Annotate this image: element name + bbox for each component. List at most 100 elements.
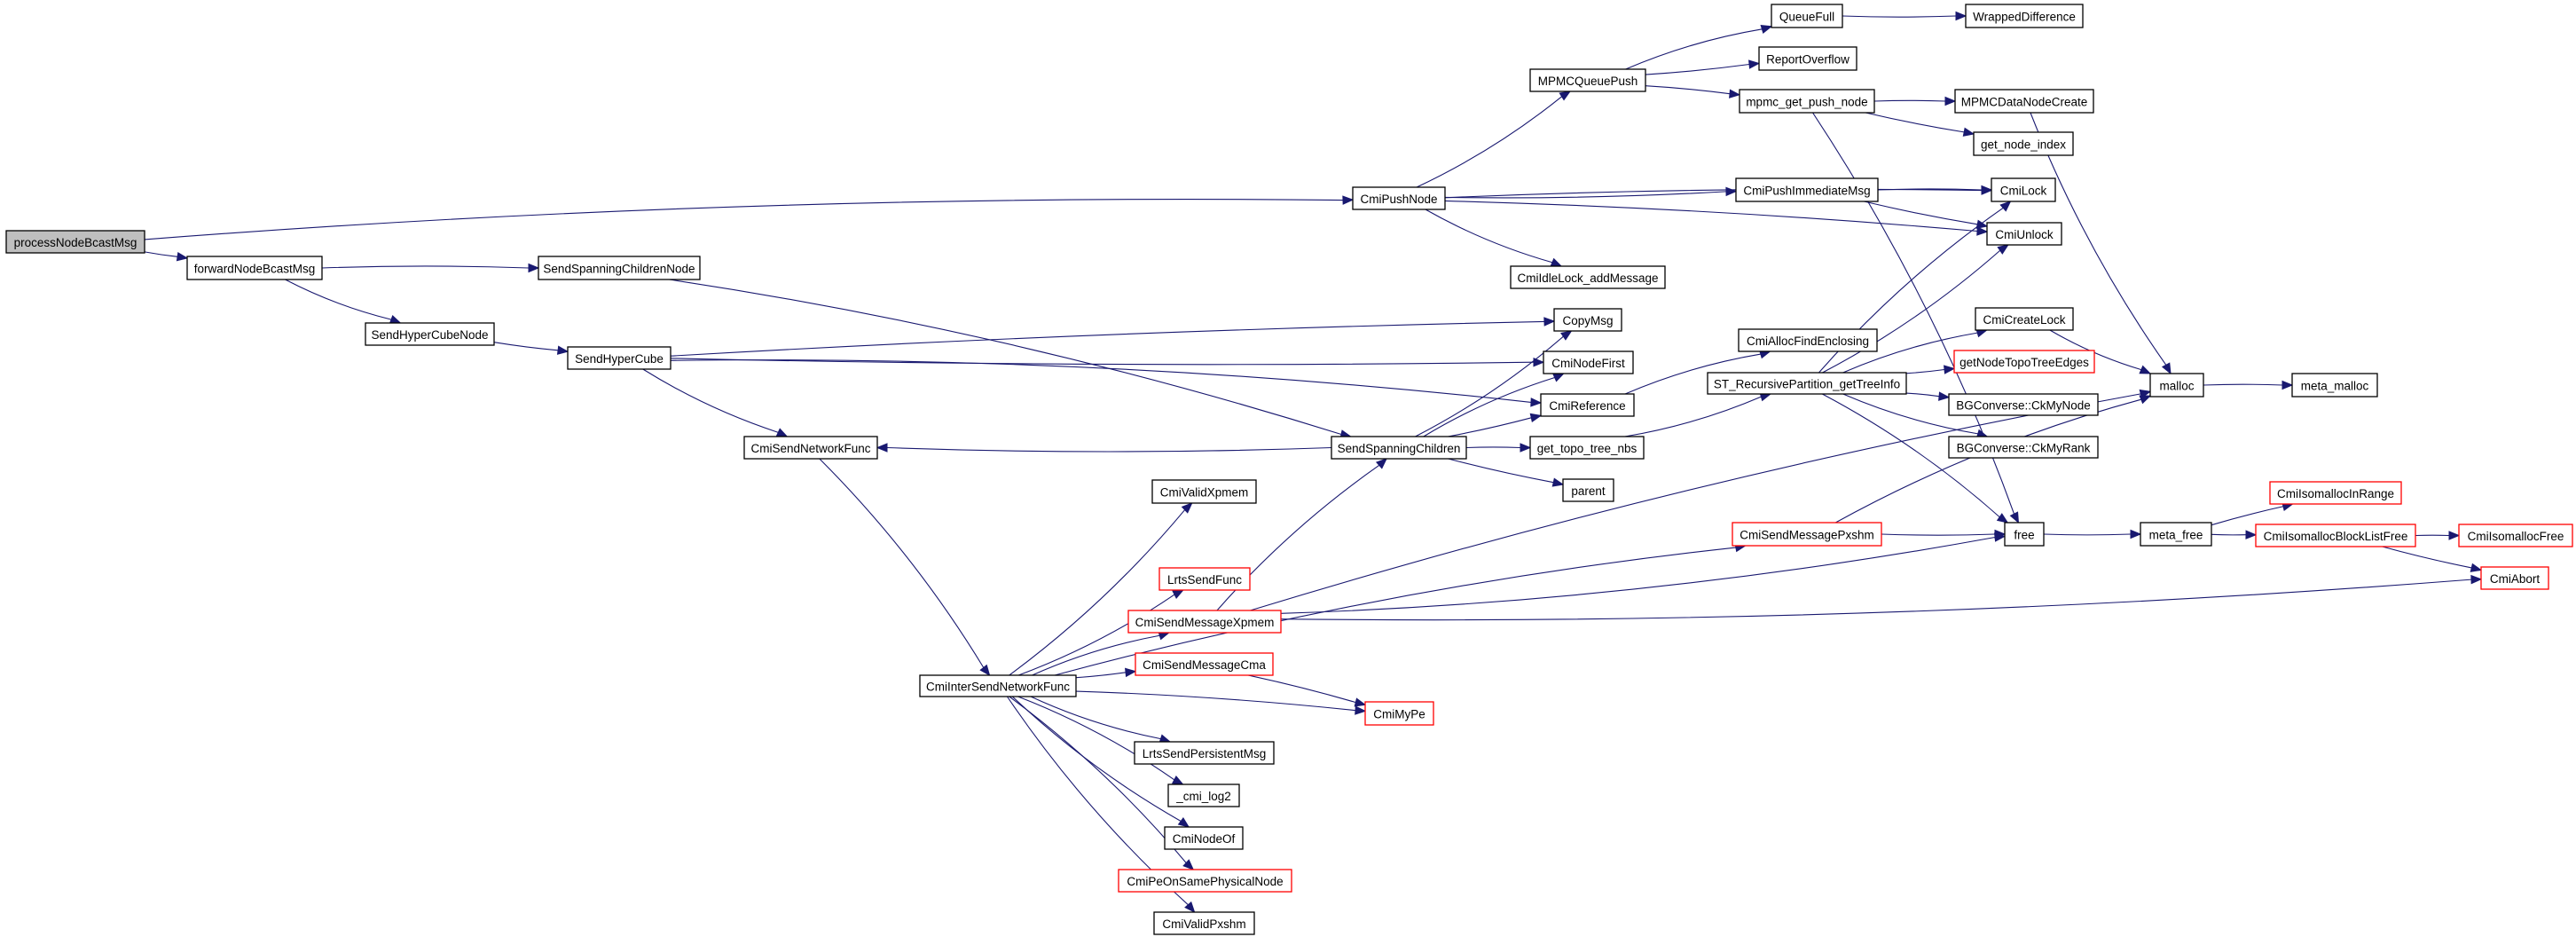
node-cmi-send-message-pxshm[interactable]: CmiSendMessagePxshm [1732, 522, 1882, 547]
node-get-topo-tree-nbs[interactable]: get_topo_tree_nbs [1529, 436, 1645, 460]
node-box[interactable] [1543, 350, 1634, 374]
node-box[interactable] [1965, 4, 2084, 28]
node-cmi-abort[interactable]: CmiAbort [2480, 566, 2549, 590]
node-box[interactable] [2458, 524, 2573, 547]
node-meta-free[interactable]: meta_free [2140, 522, 2212, 547]
node-box[interactable] [1973, 131, 2074, 156]
node-box[interactable] [1948, 393, 2099, 416]
node-cmi-node-first[interactable]: CmiNodeFirst [1543, 350, 1634, 374]
node-box[interactable] [2149, 373, 2204, 398]
node-get-node-topo-tree-edges[interactable]: getNodeTopoTreeEdges [1953, 350, 2095, 374]
node-cmi-send-message-xpmem[interactable]: CmiSendMessageXpmem [1127, 610, 1282, 634]
node-box[interactable] [1135, 652, 1274, 676]
node-box[interactable] [1553, 308, 1622, 332]
node-box[interactable] [1975, 307, 2074, 331]
node-box[interactable] [1529, 436, 1645, 460]
node-bgconverse-ck-my-rank[interactable]: BGConverse::CkMyRank [1948, 436, 2099, 459]
node-malloc[interactable]: malloc [2149, 373, 2204, 398]
node-box[interactable] [1738, 328, 1878, 352]
node-cmi-send-network-func[interactable]: CmiSendNetworkFunc [743, 436, 878, 460]
node-process-node-bcast-msg[interactable]: processNodeBcastMsg [5, 230, 145, 254]
node-box[interactable] [1127, 610, 1282, 634]
node-box[interactable] [1986, 222, 2062, 246]
node-cmi-reference[interactable]: CmiReference [1540, 393, 1635, 417]
node-cmi-node-of[interactable]: CmiNodeOf [1164, 826, 1244, 850]
node-box[interactable] [1364, 701, 1434, 726]
node-box[interactable] [1739, 89, 1875, 114]
node-box[interactable] [1167, 783, 1240, 807]
node-cmi-idle-lock-add-message[interactable]: CmiIdleLock_addMessage [1510, 265, 1666, 289]
node-cmi-push-immediate-msg[interactable]: CmiPushImmediateMsg [1735, 177, 1879, 202]
node-cmi-log2[interactable]: _cmi_log2 [1167, 783, 1240, 807]
node-box[interactable] [2140, 522, 2212, 547]
node-mpmcqueue-push[interactable]: MPMCQueuePush [1529, 68, 1646, 92]
node-box[interactable] [538, 256, 701, 280]
node-cmi-send-message-cma[interactable]: CmiSendMessageCma [1135, 652, 1274, 676]
node-box[interactable] [919, 674, 1077, 697]
node-mpmc-get-push-node[interactable]: mpmc_get_push_node [1739, 89, 1875, 114]
node-box[interactable] [2480, 566, 2549, 590]
node-cmi-isomalloc-free[interactable]: CmiIsomallocFree [2458, 524, 2573, 547]
node-box[interactable] [1352, 186, 1446, 210]
node-box[interactable] [1331, 436, 1467, 460]
node-box[interactable] [1118, 869, 1292, 893]
node-cmi-create-lock[interactable]: CmiCreateLock [1975, 307, 2074, 331]
node-box[interactable] [1758, 46, 1857, 71]
node-box[interactable] [2004, 522, 2045, 547]
node-box[interactable] [1735, 177, 1879, 202]
node-box[interactable] [1151, 479, 1257, 504]
node-box[interactable] [5, 230, 145, 254]
node-box[interactable] [1562, 478, 1614, 502]
node-box[interactable] [186, 256, 323, 280]
node-cmi-lock[interactable]: CmiLock [1991, 177, 2056, 202]
node-free[interactable]: free [2004, 522, 2045, 547]
node-parent[interactable]: parent [1562, 478, 1614, 502]
node-lrts-send-persistent-msg[interactable]: LrtsSendPersistentMsg [1134, 741, 1275, 765]
node-box[interactable] [1953, 350, 2095, 374]
node-box[interactable] [1954, 89, 2094, 114]
node-box[interactable] [1732, 522, 1882, 547]
node-cmi-my-pe[interactable]: CmiMyPe [1364, 701, 1434, 726]
node-cmi-push-node[interactable]: CmiPushNode [1352, 186, 1446, 210]
node-send-spanning-children[interactable]: SendSpanningChildren [1331, 436, 1467, 460]
node-cmi-isomalloc-in-range[interactable]: CmiIsomallocInRange [2269, 481, 2402, 505]
node-cmi-valid-xpmem[interactable]: CmiValidXpmem [1151, 479, 1257, 504]
node-forward-node-bcast-msg[interactable]: forwardNodeBcastMsg [186, 256, 323, 280]
node-send-hyper-cube[interactable]: SendHyperCube [567, 346, 671, 370]
node-mpmcdata-node-create[interactable]: MPMCDataNodeCreate [1954, 89, 2094, 114]
node-box[interactable] [2255, 524, 2416, 547]
node-box[interactable] [1153, 911, 1255, 935]
node-wrapped-difference[interactable]: WrappedDifference [1965, 4, 2084, 28]
node-box[interactable] [567, 346, 671, 370]
node-box[interactable] [743, 436, 878, 460]
node-bgconverse-ck-my-node[interactable]: BGConverse::CkMyNode [1948, 393, 2099, 416]
node-cmi-pe-on-same-physical-node[interactable]: CmiPeOnSamePhysicalNode [1118, 869, 1292, 893]
node-meta-malloc[interactable]: meta_malloc [2291, 373, 2378, 398]
node-box[interactable] [2269, 481, 2402, 505]
node-box[interactable] [1510, 265, 1666, 289]
node-box[interactable] [1158, 567, 1251, 591]
node-send-hyper-cube-node[interactable]: SendHyperCubeNode [365, 322, 495, 346]
node-box[interactable] [1707, 372, 1907, 395]
node-cmi-valid-pxshm[interactable]: CmiValidPxshm [1153, 911, 1255, 935]
node-send-spanning-children-node[interactable]: SendSpanningChildrenNode [538, 256, 701, 280]
node-box[interactable] [1529, 68, 1646, 92]
node-get-node-index[interactable]: get_node_index [1973, 131, 2074, 156]
node-box[interactable] [1540, 393, 1635, 417]
node-box[interactable] [1991, 177, 2056, 202]
node-box[interactable] [1134, 741, 1275, 765]
node-report-overflow[interactable]: ReportOverflow [1758, 46, 1857, 71]
node-cmi-inter-send-network-func[interactable]: CmiInterSendNetworkFunc [919, 674, 1077, 697]
node-lrts-send-func[interactable]: LrtsSendFunc [1158, 567, 1251, 591]
node-cmi-isomalloc-block-list-free[interactable]: CmiIsomallocBlockListFree [2255, 524, 2416, 547]
node-box[interactable] [1771, 4, 1843, 28]
node-copy-msg[interactable]: CopyMsg [1553, 308, 1622, 332]
node-box[interactable] [1164, 826, 1244, 850]
node-cmi-alloc-find-enclosing[interactable]: CmiAllocFindEnclosing [1738, 328, 1878, 352]
node-queue-full[interactable]: QueueFull [1771, 4, 1843, 28]
node-box[interactable] [365, 322, 495, 346]
node-cmi-unlock[interactable]: CmiUnlock [1986, 222, 2062, 246]
node-st-recursive-partition-get-tree-info[interactable]: ST_RecursivePartition_getTreeInfo [1707, 372, 1907, 395]
node-box[interactable] [1948, 436, 2099, 459]
node-box[interactable] [2291, 373, 2378, 398]
